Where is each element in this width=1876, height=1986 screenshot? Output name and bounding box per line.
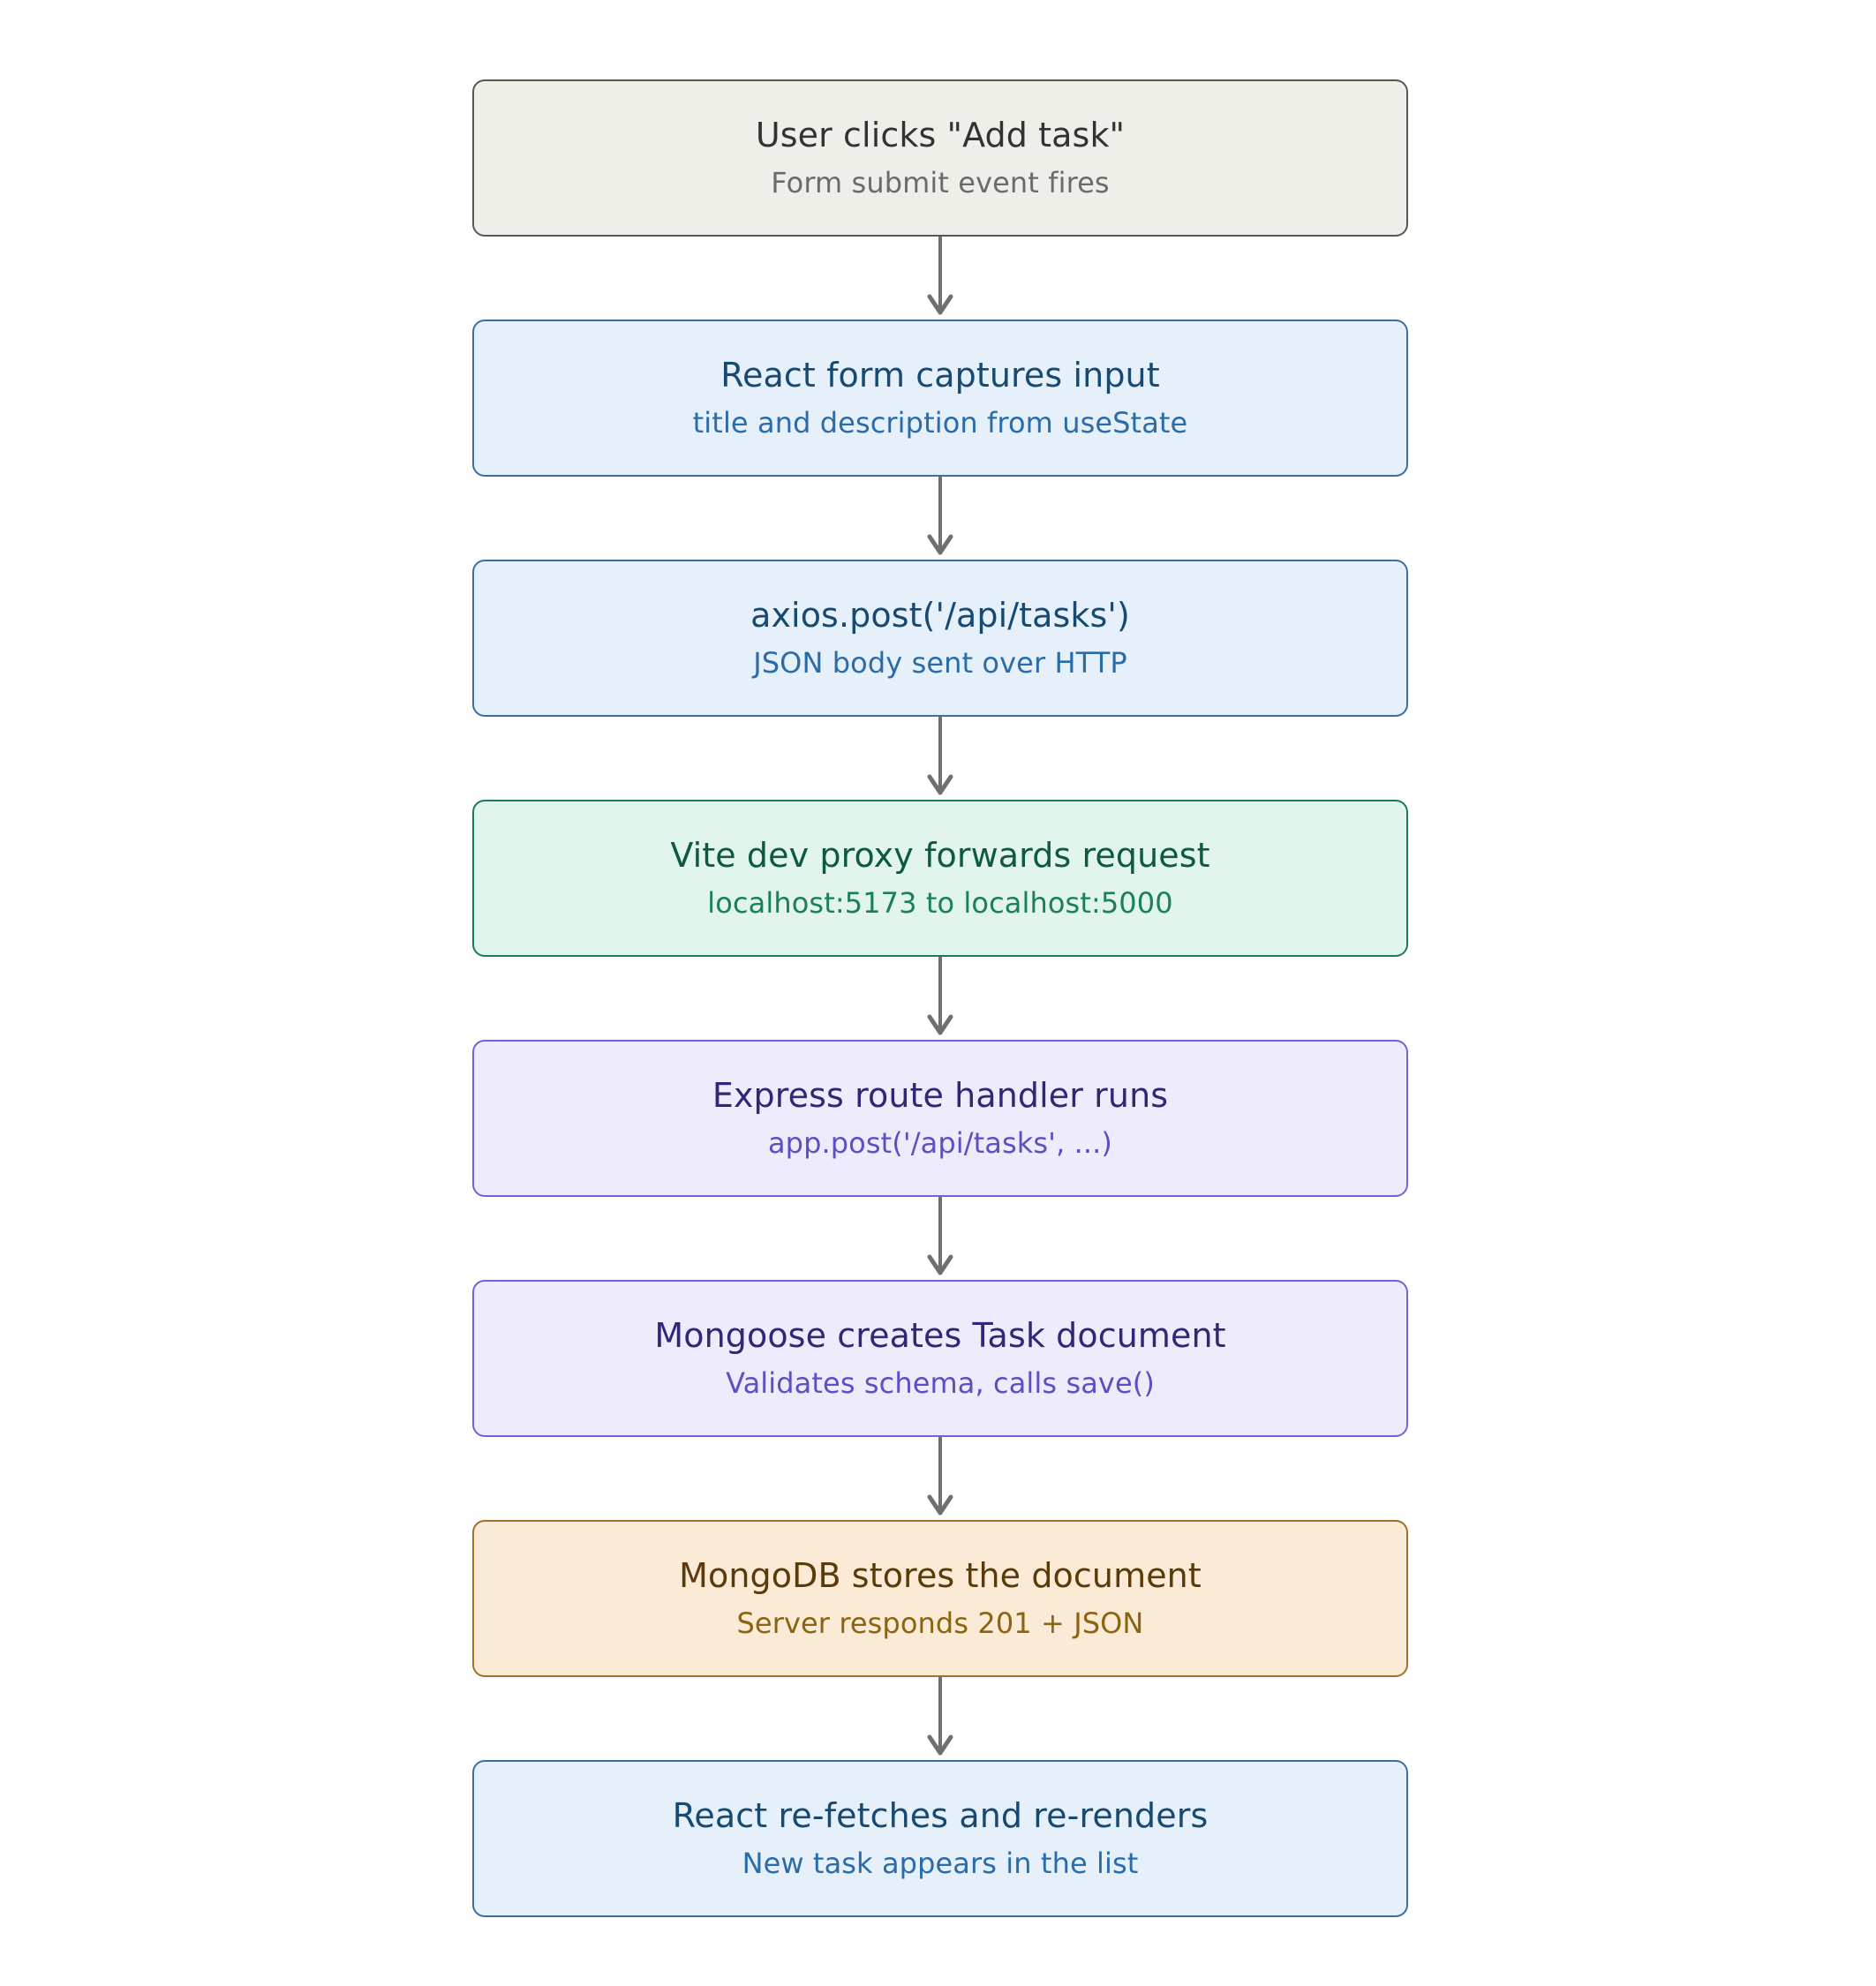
flow-node-subtitle: localhost:5173 to localhost:5000 — [707, 886, 1173, 921]
flow-node-title: Mongoose creates Task document — [654, 1316, 1226, 1356]
flow-node-vite-proxy[interactable]: Vite dev proxy forwards request localhos… — [472, 800, 1408, 957]
flow-node-express-route[interactable]: Express route handler runs app.post('/ap… — [472, 1040, 1408, 1197]
arrow-down-icon — [927, 1197, 953, 1275]
flow-node-subtitle: Server responds 201 + JSON — [736, 1606, 1144, 1641]
flow-node-title: React re-fetches and re-renders — [672, 1796, 1209, 1836]
flow-node-react-refetch[interactable]: React re-fetches and re-renders New task… — [472, 1760, 1408, 1917]
flow-node-axios-post[interactable]: axios.post('/api/tasks') JSON body sent … — [472, 560, 1408, 717]
flow-node-user-click[interactable]: User clicks "Add task" Form submit event… — [472, 79, 1408, 237]
flow-arrow-6 — [472, 1437, 1408, 1520]
flow-node-subtitle: New task appears in the list — [742, 1847, 1139, 1881]
arrow-down-icon — [927, 237, 953, 315]
flow-arrow-4 — [472, 957, 1408, 1040]
flow-node-subtitle: title and description from useState — [692, 406, 1188, 440]
flow-arrow-7 — [472, 1677, 1408, 1760]
arrow-down-icon — [927, 717, 953, 795]
flow-node-title: React form captures input — [720, 356, 1160, 395]
arrow-down-icon — [927, 957, 953, 1035]
arrow-down-icon — [927, 1437, 953, 1516]
flow-arrow-1 — [472, 237, 1408, 320]
flow-arrow-2 — [472, 477, 1408, 560]
flow-node-title: axios.post('/api/tasks') — [750, 596, 1130, 636]
flow-node-mongoose-create[interactable]: Mongoose creates Task document Validates… — [472, 1280, 1408, 1437]
flow-arrow-3 — [472, 717, 1408, 800]
flow-node-title: Vite dev proxy forwards request — [670, 836, 1210, 876]
flow-node-title: Express route handler runs — [712, 1076, 1169, 1116]
flow-node-column: User clicks "Add task" Form submit event… — [472, 79, 1408, 1917]
flow-node-subtitle: app.post('/api/tasks', ...) — [767, 1126, 1113, 1161]
flow-node-title: MongoDB stores the document — [679, 1556, 1202, 1596]
arrow-down-icon — [927, 477, 953, 555]
flow-node-title: User clicks "Add task" — [755, 116, 1126, 155]
flow-node-subtitle: Validates schema, calls save() — [726, 1366, 1155, 1401]
flow-arrow-5 — [472, 1197, 1408, 1280]
flow-node-react-form[interactable]: React form captures input title and desc… — [472, 320, 1408, 477]
arrow-down-icon — [927, 1677, 953, 1756]
flow-node-subtitle: Form submit event fires — [771, 166, 1110, 200]
flow-node-subtitle: JSON body sent over HTTP — [753, 646, 1127, 681]
flow-node-mongodb-store[interactable]: MongoDB stores the document Server respo… — [472, 1520, 1408, 1677]
